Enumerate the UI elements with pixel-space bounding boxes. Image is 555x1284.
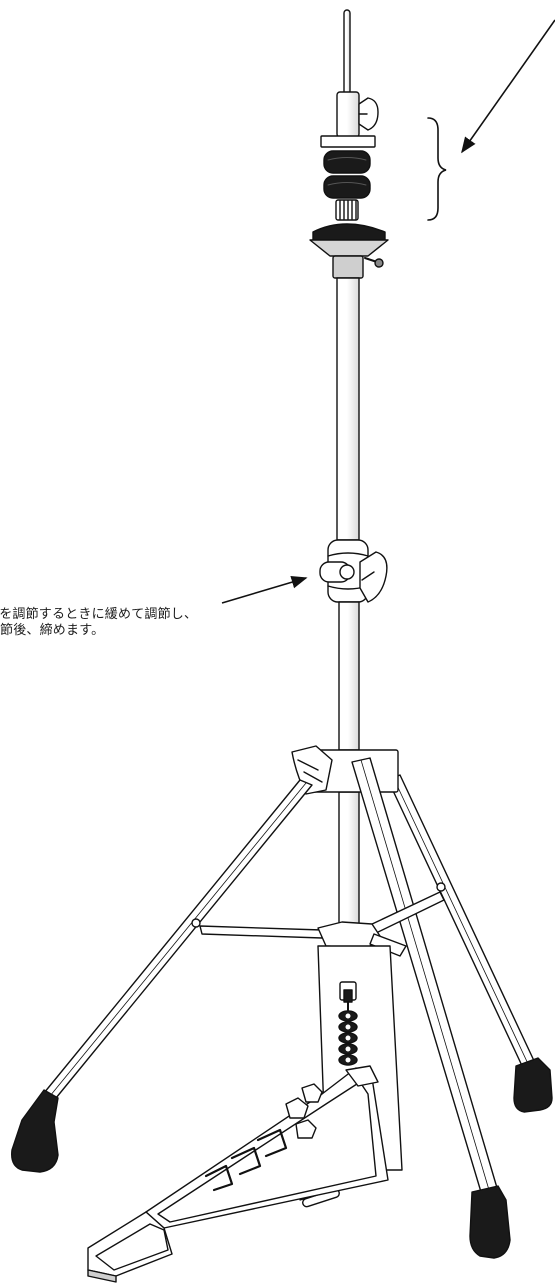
clamp-annotation-line-2: 節後、締めます。 bbox=[0, 623, 105, 638]
arrow-icon bbox=[221, 575, 308, 604]
arrow-icon bbox=[461, 19, 555, 154]
clutch-assembly bbox=[320, 91, 379, 221]
upper-pole bbox=[336, 277, 360, 541]
brace-arms bbox=[199, 891, 445, 957]
leg-front bbox=[351, 757, 511, 1259]
lower-pole bbox=[338, 601, 360, 933]
clamp-annotation: さを調節するときに緩めて調節し、 節後、締めます。 bbox=[0, 607, 286, 639]
clamp-annotation-line-1: さを調節するときに緩めて調節し、 bbox=[0, 607, 198, 622]
leg-right bbox=[387, 774, 553, 1113]
leg-left bbox=[11, 779, 313, 1173]
cymbal-seat bbox=[309, 223, 389, 279]
height-clamp bbox=[319, 539, 388, 603]
top-rod bbox=[343, 9, 351, 101]
brace-icon bbox=[427, 117, 447, 221]
footboard bbox=[87, 1065, 389, 1283]
